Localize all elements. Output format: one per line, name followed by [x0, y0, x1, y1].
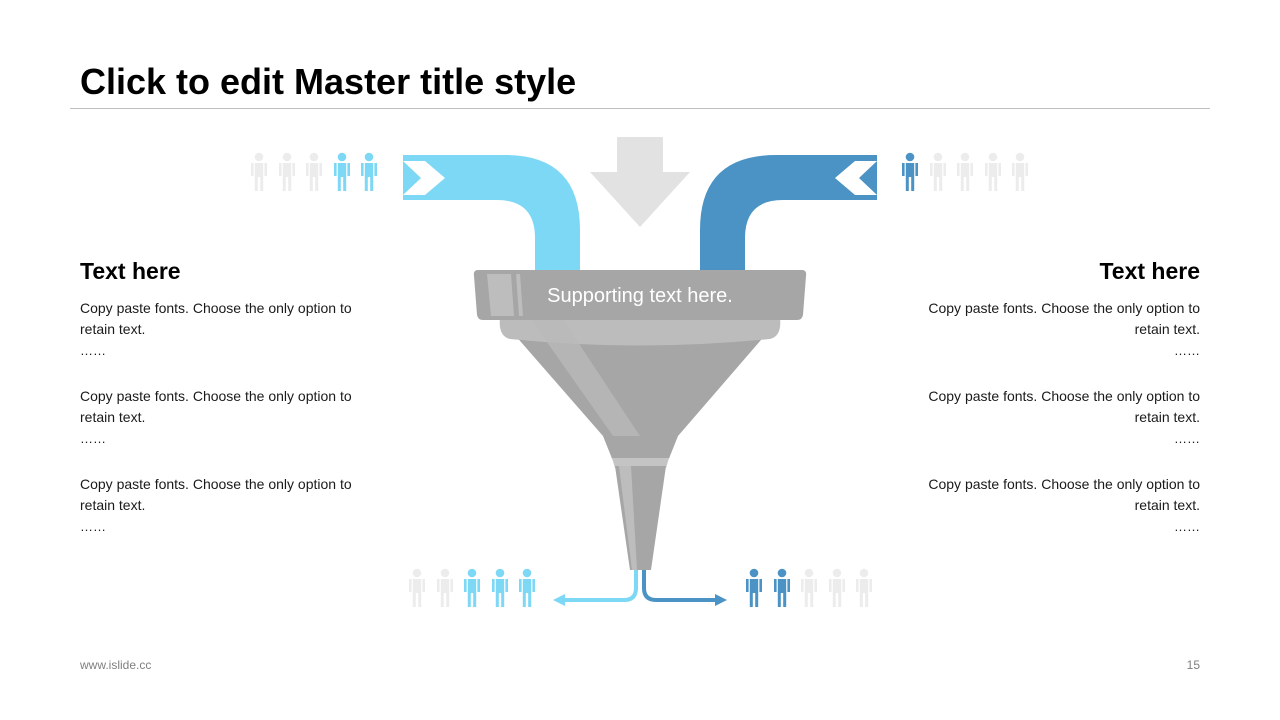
person-icon	[985, 152, 1001, 191]
person-icon	[774, 568, 790, 607]
person-icon	[519, 568, 535, 607]
funnel-rim	[473, 270, 807, 320]
person-icon	[437, 568, 453, 607]
people-group-bottom-left	[409, 568, 535, 607]
left-paragraph-2: Copy paste fonts. Choose the only option…	[80, 386, 370, 450]
right-paragraph-1: Copy paste fonts. Choose the only option…	[910, 298, 1200, 362]
page-number: 15	[1186, 658, 1200, 672]
left-outflow-arrowhead	[553, 594, 565, 606]
paragraph-text: Copy paste fonts. Choose the only option…	[80, 476, 352, 513]
person-icon	[930, 152, 946, 191]
people-group-top-left	[251, 152, 377, 191]
left-inflow-pipe	[403, 155, 580, 272]
paragraph-ellipsis: ……	[80, 343, 106, 358]
paragraph-text: Copy paste fonts. Choose the only option…	[80, 388, 352, 425]
people-group-bottom-right	[746, 568, 872, 607]
left-outflow-line	[562, 570, 638, 602]
funnel-supporting-text: Supporting text here.	[547, 285, 733, 307]
paragraph-ellipsis: ……	[1174, 431, 1200, 446]
down-arrow-icon	[590, 137, 690, 227]
right-outflow-line	[642, 570, 718, 602]
person-icon	[334, 152, 350, 191]
funnel-neck	[603, 436, 678, 461]
paragraph-text: Copy paste fonts. Choose the only option…	[928, 300, 1200, 337]
person-icon	[1012, 152, 1028, 191]
right-arrow-icon	[403, 161, 445, 195]
paragraph-ellipsis: ……	[80, 431, 106, 446]
left-paragraph-3: Copy paste fonts. Choose the only option…	[80, 474, 370, 538]
person-icon	[829, 568, 845, 607]
person-icon	[361, 152, 377, 191]
people-group-top-right	[902, 152, 1028, 191]
person-icon	[801, 568, 817, 607]
paragraph-text: Copy paste fonts. Choose the only option…	[928, 388, 1200, 425]
paragraph-ellipsis: ……	[80, 519, 106, 534]
person-icon	[306, 152, 322, 191]
person-icon	[492, 568, 508, 607]
right-heading: Text here	[1099, 258, 1200, 284]
right-text-panel: Text here Copy paste fonts. Choose the o…	[910, 256, 1200, 562]
left-arrow-icon	[835, 161, 877, 195]
footer-url: www.islide.cc	[80, 658, 152, 672]
paragraph-text: Copy paste fonts. Choose the only option…	[80, 300, 352, 337]
left-paragraph-1: Copy paste fonts. Choose the only option…	[80, 298, 370, 362]
right-inflow-pipe	[700, 155, 877, 272]
person-icon	[409, 568, 425, 607]
paragraph-ellipsis: ……	[1174, 343, 1200, 358]
right-paragraph-3: Copy paste fonts. Choose the only option…	[910, 474, 1200, 538]
left-text-panel: Text here Copy paste fonts. Choose the o…	[80, 256, 370, 562]
person-icon	[251, 152, 267, 191]
page-title: Click to edit Master title style	[80, 61, 577, 102]
person-icon	[856, 568, 872, 607]
title-divider	[70, 108, 1210, 109]
person-icon	[957, 152, 973, 191]
left-heading: Text here	[80, 258, 181, 284]
right-outflow-arrowhead	[715, 594, 727, 606]
paragraph-text: Copy paste fonts. Choose the only option…	[928, 476, 1200, 513]
person-icon	[464, 568, 480, 607]
person-icon	[746, 568, 762, 607]
person-icon	[279, 152, 295, 191]
right-paragraph-2: Copy paste fonts. Choose the only option…	[910, 386, 1200, 450]
person-icon	[902, 152, 918, 191]
paragraph-ellipsis: ……	[1174, 519, 1200, 534]
